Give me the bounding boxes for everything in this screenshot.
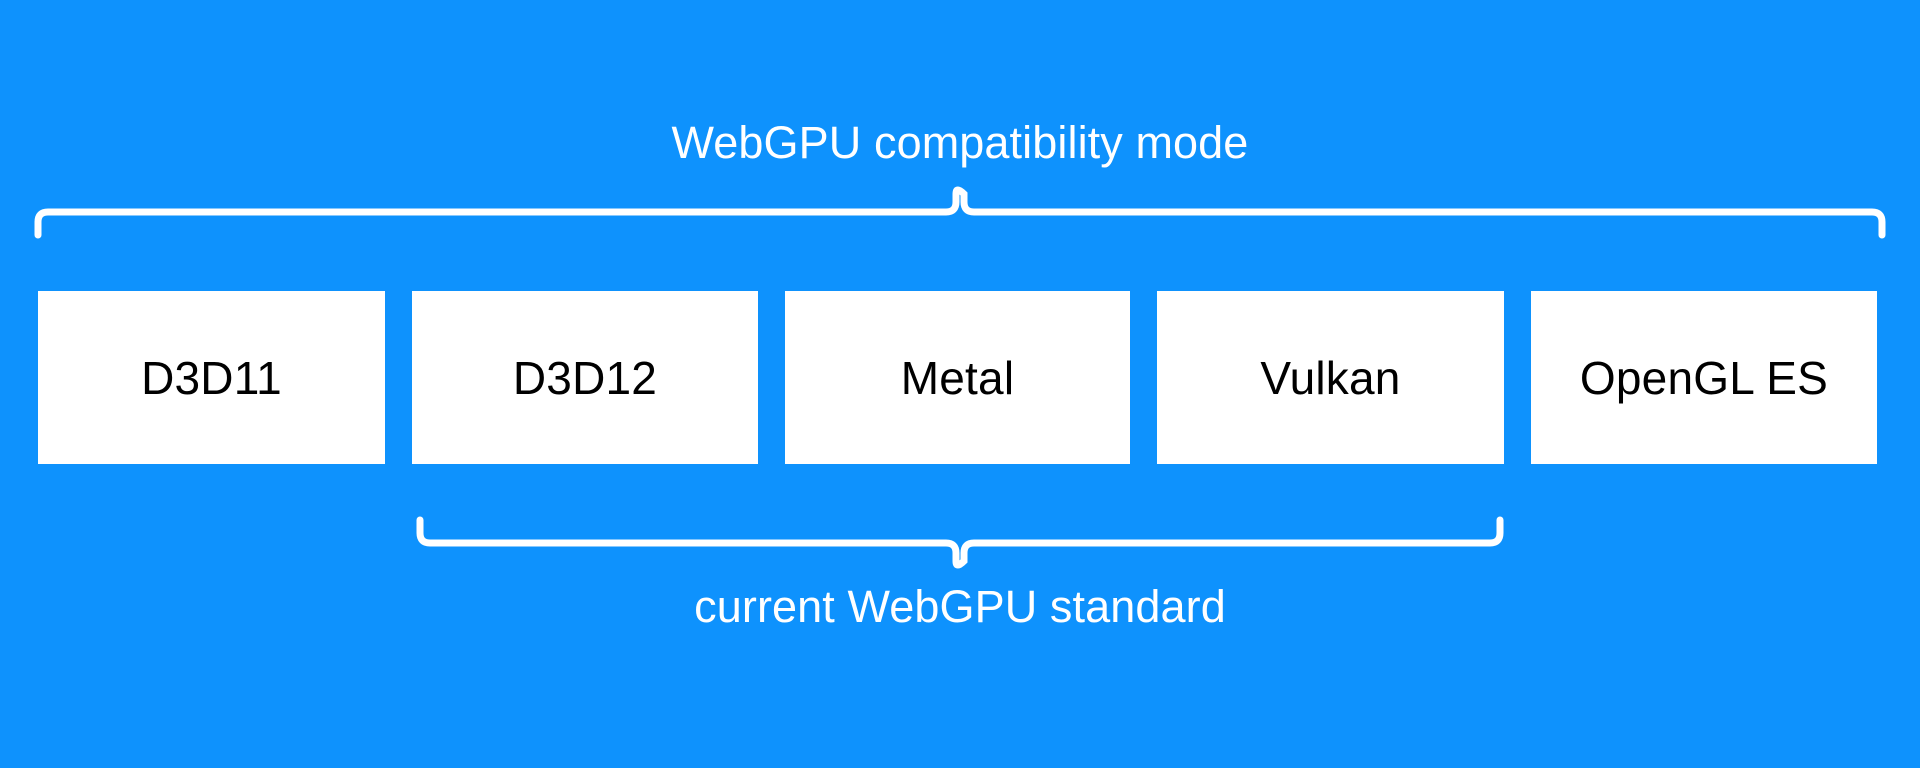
api-box-label: OpenGL ES — [1579, 351, 1829, 404]
api-box-vulkan[interactable]: Vulkan — [1157, 291, 1504, 464]
api-box-label: D3D12 — [512, 351, 658, 404]
api-box-metal[interactable]: Metal — [785, 291, 1130, 464]
api-box-d3d11[interactable]: D3D11 — [38, 291, 385, 464]
api-box-row: D3D11 D3D12 Metal Vulkan OpenGL ES — [38, 291, 1880, 464]
api-box-opengl-es[interactable]: OpenGL ES — [1531, 291, 1877, 464]
api-box-label: D3D11 — [141, 351, 282, 404]
api-box-d3d12[interactable]: D3D12 — [412, 291, 758, 464]
api-box-label: Vulkan — [1260, 351, 1401, 404]
bottom-group-brace-icon — [416, 516, 1504, 569]
bottom-group-label: current WebGPU standard — [694, 581, 1226, 632]
top-group-brace-icon — [34, 186, 1886, 239]
api-box-label: Metal — [900, 351, 1015, 404]
top-group-label: WebGPU compatibility mode — [671, 117, 1249, 168]
